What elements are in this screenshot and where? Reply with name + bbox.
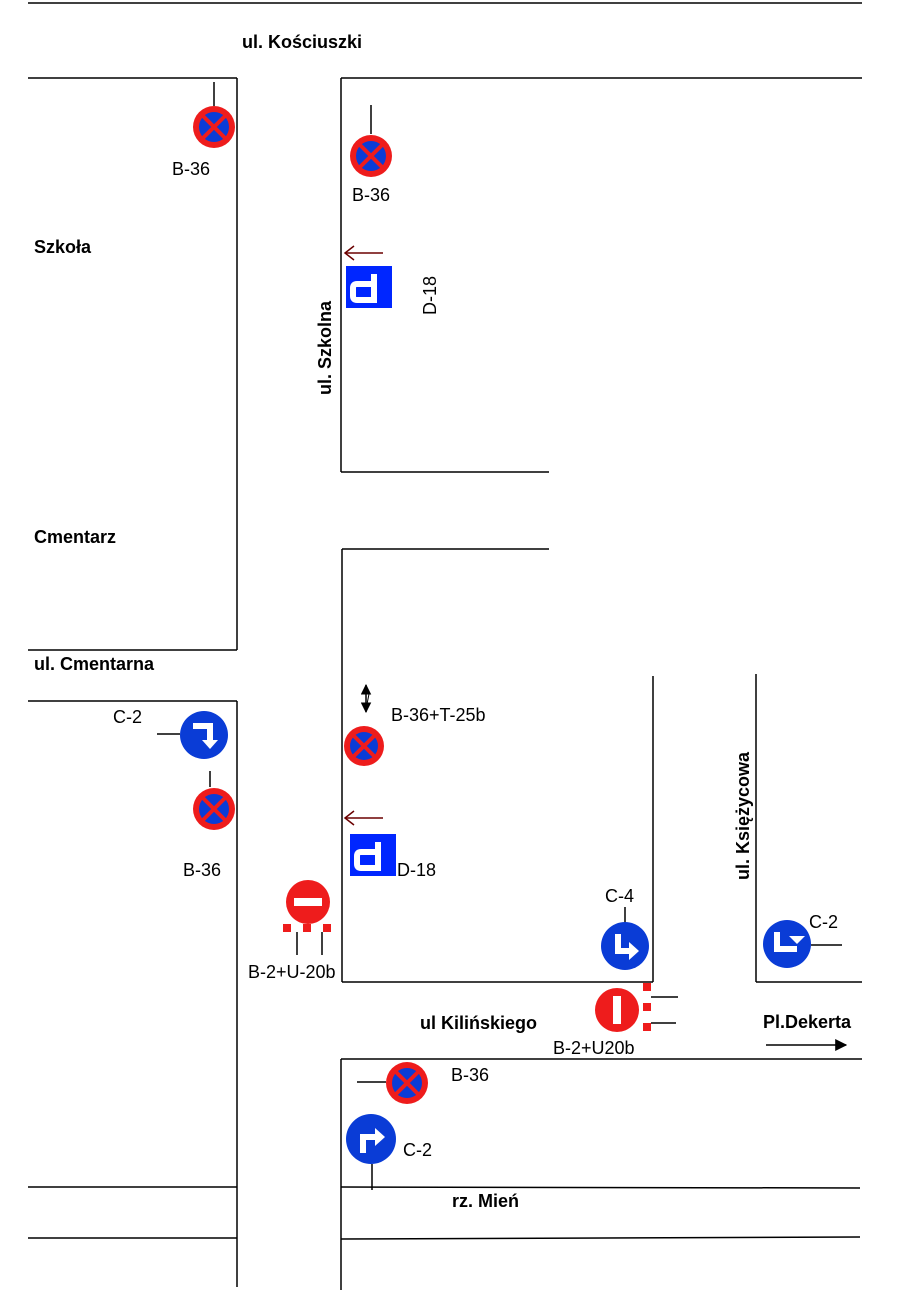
c2-label-left: C-2 <box>113 707 142 727</box>
b36-sign-cmentarna <box>193 788 235 830</box>
street-name-ksiezycowa: ul. Księżycowa <box>733 751 753 880</box>
keep-right-arrow-icon <box>180 711 228 759</box>
c2-sign-ksiezycowa <box>763 920 811 968</box>
b36-label-szkolna-top: B-36 <box>352 185 390 205</box>
b36-t25b-label: B-36+T-25b <box>391 705 486 725</box>
b2-u20b-label-kilinskiego: B-2+U20b <box>553 1038 635 1058</box>
parking-sign-upper <box>346 266 392 308</box>
turn-right-arrow-icon <box>601 922 649 970</box>
b36-sign-szkolna-top <box>350 105 392 177</box>
c4-label: C-4 <box>605 886 634 906</box>
d18-label-lower: D-18 <box>397 860 436 880</box>
road-edges <box>28 2 862 1290</box>
street-name-szkolna: ul. Szkolna <box>315 300 335 395</box>
b36-sign-top-left <box>193 82 235 148</box>
b2-u20b-label-szkolna: B-2+U-20b <box>248 962 336 982</box>
c2-sign-left <box>180 711 228 759</box>
c2-sign-bottom <box>346 1114 396 1164</box>
d18-label-upper: D-18 <box>420 276 440 315</box>
b36-label-top-left: B-36 <box>172 159 210 179</box>
b36-sign-szkolna-lower <box>344 726 384 766</box>
c4-sign <box>601 922 649 970</box>
keep-right-arrow-icon <box>763 920 811 968</box>
street-name-kilinskiego: ul Kilińskiego <box>420 1013 537 1033</box>
street-name-cmentarna: ul. Cmentarna <box>34 654 155 674</box>
place-name-szkola: Szkoła <box>34 237 92 257</box>
b36-label-kilinskiego: B-36 <box>451 1065 489 1085</box>
no-stopping-icon <box>193 106 235 148</box>
river-south-right <box>340 1236 861 1240</box>
no-stopping-icon <box>350 135 392 177</box>
place-name-pl-dekerta: Pl.Dekerta <box>763 1012 852 1032</box>
parking-sign-lower <box>350 834 396 876</box>
street-name-kosciuszki: ul. Kościuszki <box>242 32 362 52</box>
b2-sign-kilinskiego <box>595 988 639 1032</box>
u20b-barrier-icon <box>643 983 678 1041</box>
b36-label-cmentarna: B-36 <box>183 860 221 880</box>
c2-label-bottom: C-2 <box>403 1140 432 1160</box>
u20b-barrier-icon <box>283 924 341 955</box>
b2-sign-szkolna <box>286 880 330 924</box>
c2-label-ksiezycowa: C-2 <box>809 912 838 932</box>
place-name-cmentarz: Cmentarz <box>34 527 116 547</box>
river-name-mien: rz. Mień <box>452 1191 519 1211</box>
river-north-right <box>340 1186 861 1189</box>
b36-sign-kilinskiego <box>386 1062 428 1104</box>
